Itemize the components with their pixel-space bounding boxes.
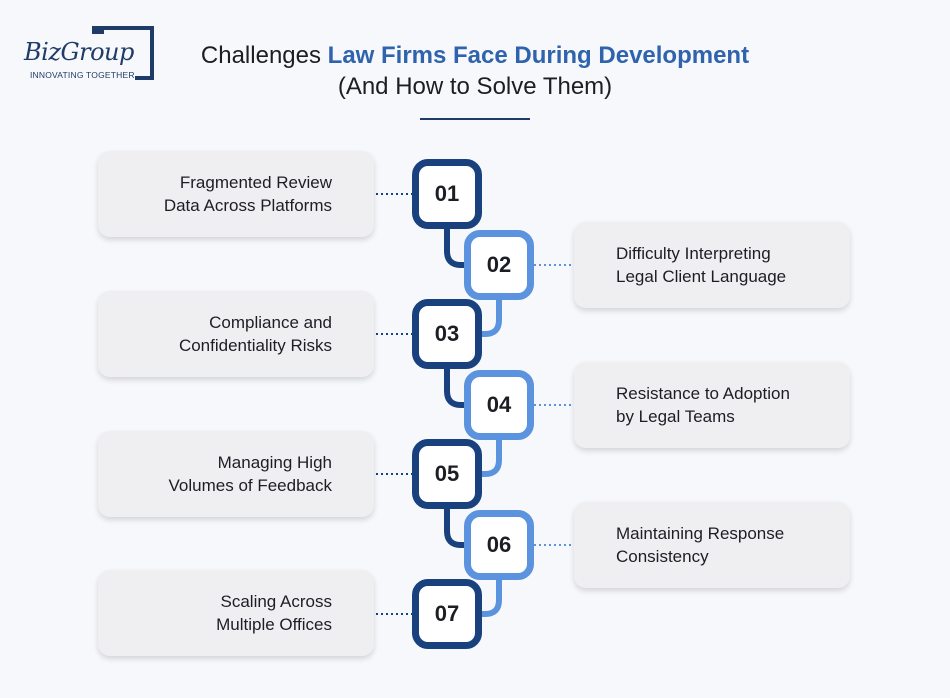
step-text-05: Managing High Volumes of Feedback [169,451,332,497]
step-badge-05: 05 [412,439,482,509]
step-05-line-2: Volumes of Feedback [168,476,332,495]
step-card-04: Resistance to Adoption by Legal Teams [574,362,850,448]
step-04-line-1: Resistance to Adoption [616,384,790,403]
step-05-line-1: Managing High [217,453,332,472]
title-accent: Law Firms Face During Development [327,42,750,69]
connector-dark-2 [444,367,466,408]
step-badge-03: 03 [412,299,482,369]
step-06-line-1: Maintaining Response [616,524,785,543]
step-card-06: Maintaining Response Consistency [574,502,850,588]
step-badge-07: 07 [412,579,482,649]
step-card-07: Scaling Across Multiple Offices [98,570,374,656]
step-card-03: Compliance and Confidentiality Risks [98,291,374,377]
step-text-06: Maintaining Response Consistency [616,522,784,568]
step-text-07: Scaling Across Multiple Offices [216,590,332,636]
step-03-line-2: Confidentiality Risks [178,336,332,355]
step-text-03: Compliance and Confidentiality Risks [179,311,332,357]
step-badge-01: 01 [412,159,482,229]
title-line-1: Challenges Law Firms Face During Develop… [170,40,780,71]
step-badge-06: 06 [464,510,534,580]
step-card-01: Fragmented Review Data Across Platforms [98,151,374,237]
connector-dark-3 [444,507,466,548]
title-lead: Challenges [200,42,328,69]
connector-light-3 [480,578,502,617]
connector-dark-1 [444,227,466,268]
page-title: Challenges Law Firms Face During Develop… [170,40,780,102]
step-01-line-1: Fragmented Review [179,173,332,192]
step-04-line-2: by Legal Teams [616,407,735,426]
step-06-line-2: Consistency [616,547,709,566]
bizgroup-logo: BizGroup INNOVATING TOGETHER [24,26,164,86]
title-line-2: (And How to Solve Them) [337,73,613,100]
step-text-02: Difficulty Interpreting Legal Client Lan… [616,242,786,288]
step-text-04: Resistance to Adoption by Legal Teams [616,382,790,428]
step-badge-04: 04 [464,370,534,440]
step-card-02: Difficulty Interpreting Legal Client Lan… [574,222,850,308]
connector-light-1 [480,298,502,337]
step-badge-02: 02 [464,230,534,300]
step-07-line-1: Scaling Across [220,592,333,611]
step-card-05: Managing High Volumes of Feedback [98,431,374,517]
step-01-line-2: Data Across Platforms [163,196,332,215]
connector-light-2 [480,438,502,477]
title-underline [420,118,530,120]
step-02-line-1: Difficulty Interpreting [616,244,771,263]
logo-wordmark: BizGroup [24,38,136,66]
step-text-01: Fragmented Review Data Across Platforms [164,171,332,217]
logo-tagline: INNOVATING TOGETHER [30,70,135,80]
step-03-line-1: Compliance and [209,313,332,332]
step-07-line-2: Multiple Offices [216,615,332,634]
step-02-line-2: Legal Client Language [616,267,787,286]
